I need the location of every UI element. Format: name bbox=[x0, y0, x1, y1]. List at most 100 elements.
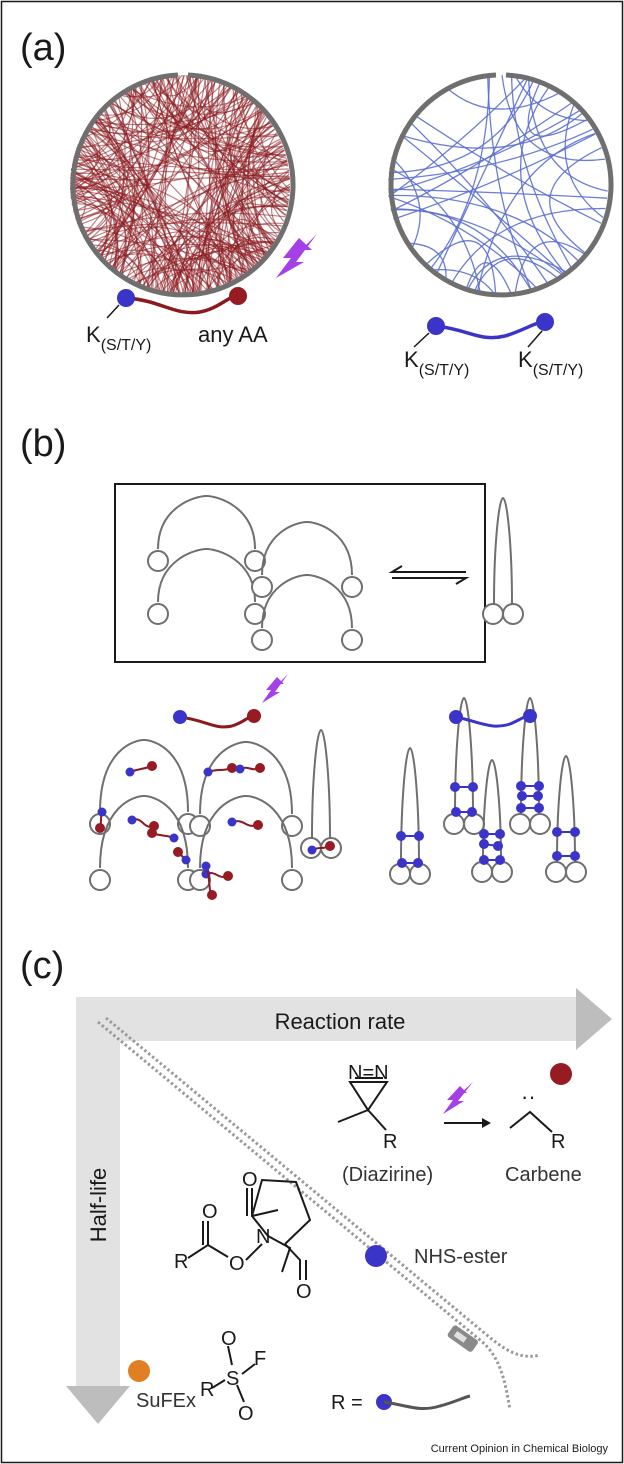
crosslink-edge bbox=[466, 255, 567, 291]
homobifunctional-crosslink bbox=[516, 803, 544, 813]
crosslink-network-dense bbox=[70, 72, 296, 298]
closed-conformation bbox=[300, 728, 342, 859]
open-conformation bbox=[189, 740, 303, 837]
diazirine-n-label: N=N bbox=[348, 1062, 389, 1084]
svg-text:R: R bbox=[200, 1379, 214, 1401]
crosslink-edge bbox=[103, 93, 126, 265]
homobifunctional-crosslink bbox=[552, 851, 580, 861]
closed-conformation bbox=[389, 746, 431, 885]
crosslink-edge bbox=[262, 132, 285, 222]
photo-crosslink bbox=[201, 861, 217, 900]
crosslink-edge bbox=[82, 133, 176, 295]
crosslink-edge bbox=[520, 87, 566, 274]
crosslink-edge bbox=[388, 128, 594, 181]
crosslink-edge bbox=[174, 99, 251, 295]
crosslink-edge bbox=[81, 212, 286, 234]
reaction-arrow-icon bbox=[444, 1118, 491, 1128]
sufex-label: SuFEx bbox=[136, 1390, 196, 1412]
svg-text:N: N bbox=[256, 1226, 270, 1248]
crosslink-edge bbox=[124, 76, 202, 281]
crosslink-edge bbox=[510, 75, 572, 268]
k-subscript: (S/T/Y) bbox=[101, 337, 152, 354]
photo-crosslink bbox=[173, 847, 191, 865]
crosslink-edge bbox=[186, 75, 274, 130]
crosslink-edge bbox=[465, 262, 512, 295]
crosslink-edge bbox=[528, 79, 608, 192]
crosslink-edge bbox=[70, 87, 232, 170]
sulfonyl-fluoride-structure bbox=[211, 1345, 256, 1403]
crosslink-edge bbox=[487, 75, 532, 291]
crosslink-edge bbox=[146, 75, 185, 290]
crosslink-edge bbox=[73, 90, 238, 169]
crosslink-edge bbox=[501, 75, 605, 161]
svg-text:Reaction rate: Reaction rate bbox=[275, 1009, 406, 1034]
photo-reactive-end bbox=[229, 287, 247, 305]
crosslink-edge bbox=[120, 82, 143, 278]
crosslink-edge bbox=[94, 114, 154, 292]
zipper-slider-icon bbox=[447, 1325, 478, 1352]
crosslink-edge bbox=[205, 141, 282, 292]
crosslink-edge bbox=[126, 88, 261, 130]
crosslink-edge bbox=[404, 242, 447, 282]
nhs-ester-label: NHS-ester bbox=[414, 1246, 508, 1268]
svg-text:F: F bbox=[254, 1348, 266, 1370]
homobifunctional-crosslink bbox=[451, 807, 477, 817]
crosslink-network-sparse bbox=[388, 72, 614, 298]
crosslink-edge bbox=[109, 99, 185, 295]
network-circle-left bbox=[70, 72, 296, 298]
crosslink-edge bbox=[97, 76, 199, 259]
crosslink-edge bbox=[91, 249, 142, 288]
homobifunctional-crosslink bbox=[479, 829, 505, 839]
heterobifunctional-probe: K(S/T/Y) any AA bbox=[86, 234, 317, 354]
svg-text:Half-life: Half-life bbox=[86, 1168, 111, 1243]
crosslink-edge bbox=[71, 168, 290, 179]
crosslink-edge bbox=[408, 120, 549, 284]
half-life-axis: Half-life bbox=[66, 1041, 130, 1424]
r-group-linker bbox=[383, 1394, 471, 1410]
photo-crosslinked-ensemble bbox=[89, 674, 342, 900]
sufex-marker-dot bbox=[128, 1360, 150, 1382]
crosslink-edge bbox=[101, 253, 209, 292]
crosslink-edge bbox=[549, 147, 602, 254]
crosslink-edge bbox=[70, 171, 290, 181]
photo-crosslink bbox=[307, 841, 335, 855]
crosslink-edge bbox=[390, 102, 572, 212]
lysine-reactive-end bbox=[117, 289, 135, 307]
crosslink-edge bbox=[166, 237, 226, 295]
crosslink-edge bbox=[136, 83, 290, 193]
crosslink-edge bbox=[260, 158, 288, 232]
homobifunctional-crosslink bbox=[397, 858, 423, 868]
diazirine-label: (Diazirine) bbox=[342, 1164, 433, 1186]
photo-crosslink bbox=[125, 761, 157, 777]
r-equals-label: R = bbox=[331, 1392, 363, 1414]
svg-text:R: R bbox=[383, 1131, 397, 1153]
open-conformation bbox=[251, 520, 363, 598]
crosslink-edge bbox=[75, 85, 150, 220]
crosslink-edge bbox=[146, 79, 274, 244]
crosslink-edge bbox=[229, 250, 268, 283]
crosslink-edge bbox=[98, 235, 263, 261]
homobifunctional-crosslink bbox=[517, 791, 543, 801]
light-bolt-icon-diazirine bbox=[443, 1082, 473, 1114]
panel-c-label: (c) bbox=[20, 945, 64, 987]
crosslink-edge bbox=[80, 137, 126, 277]
photo-crosslink bbox=[203, 763, 237, 777]
any-aa-label: any AA bbox=[198, 322, 268, 347]
nhs-ester-marker-dot bbox=[365, 1245, 387, 1267]
tradeoff-trendline bbox=[97, 1016, 541, 1411]
open-conformation bbox=[147, 547, 266, 625]
crosslink-edge bbox=[204, 78, 253, 133]
crosslink-edge bbox=[78, 226, 173, 295]
crosslink-edge bbox=[388, 77, 526, 198]
crosslink-edge bbox=[222, 84, 279, 138]
equilibrium-arrows-icon bbox=[388, 565, 470, 585]
crosslink-edge bbox=[428, 75, 491, 272]
diazirine-marker-dot bbox=[550, 1063, 572, 1085]
crosslink-edge bbox=[428, 268, 496, 295]
homobifunctional-crosslink bbox=[479, 839, 503, 851]
homobifunctional-crosslink bbox=[552, 827, 580, 837]
svg-text:O: O bbox=[296, 1281, 312, 1303]
crosslink-edge bbox=[70, 142, 282, 188]
